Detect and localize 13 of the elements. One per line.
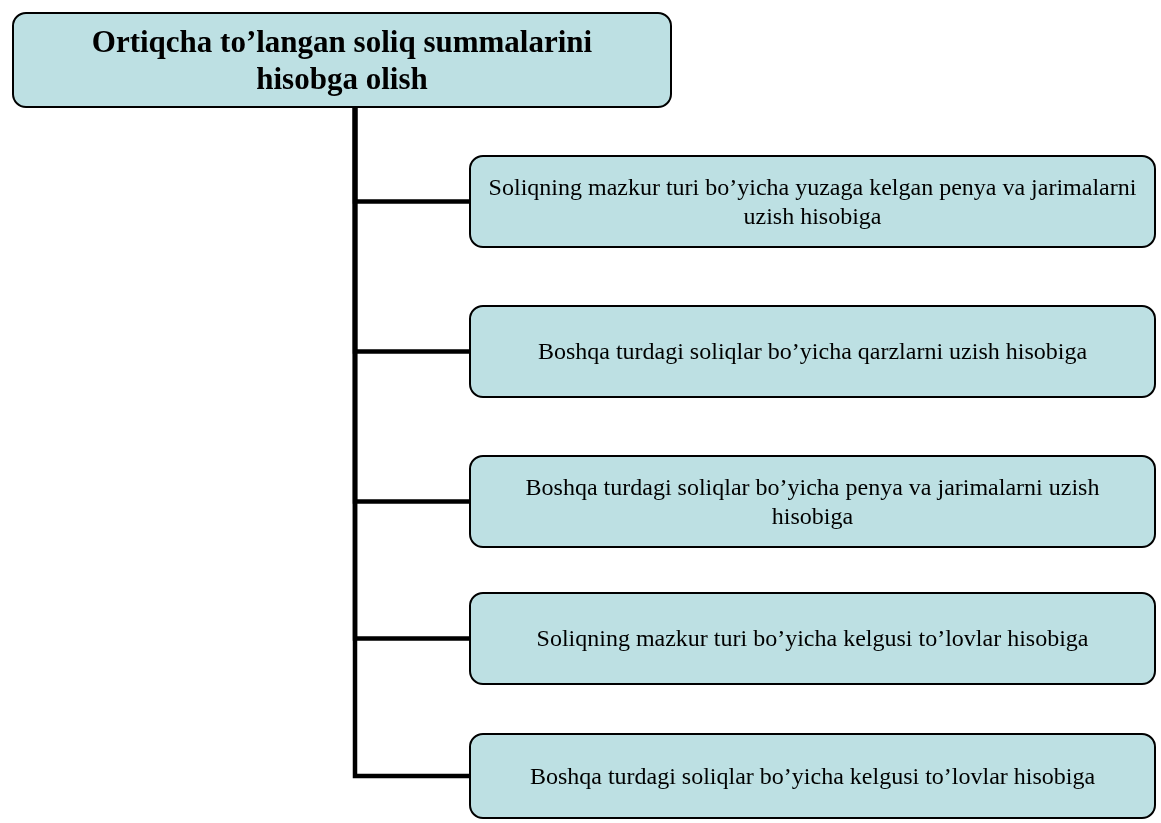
box-text: Boshqa turdagi soliqlar bo’yicha kelgusi to’lovlar hisobiga	[529, 761, 1096, 791]
connector-line	[352, 108, 469, 779]
process-box	[469, 733, 1156, 819]
box-text: Ortiqcha to’langan soliq summalarini hisobga olish	[90, 22, 594, 98]
process-box	[469, 592, 1156, 685]
box-text: Soliqning mazkur turi bo’yicha kelgusi to’lovlar hisobiga	[536, 624, 1089, 653]
process-box	[469, 155, 1156, 248]
title-box	[12, 12, 672, 108]
process-box	[469, 305, 1156, 398]
box-text: Boshqa turdagi soliqlar bo’yicha qarzlarni uzish hisobiga	[537, 337, 1088, 366]
box-text: Boshqa turdagi soliqlar bo’yicha penya va jarimalarni uzish hisobiga	[524, 472, 1101, 531]
box-text: Soliqning mazkur turi bo’yicha yuzaga kelgan penya va jarimalarni uzish hisobiga	[487, 172, 1138, 231]
process-box	[469, 455, 1156, 548]
